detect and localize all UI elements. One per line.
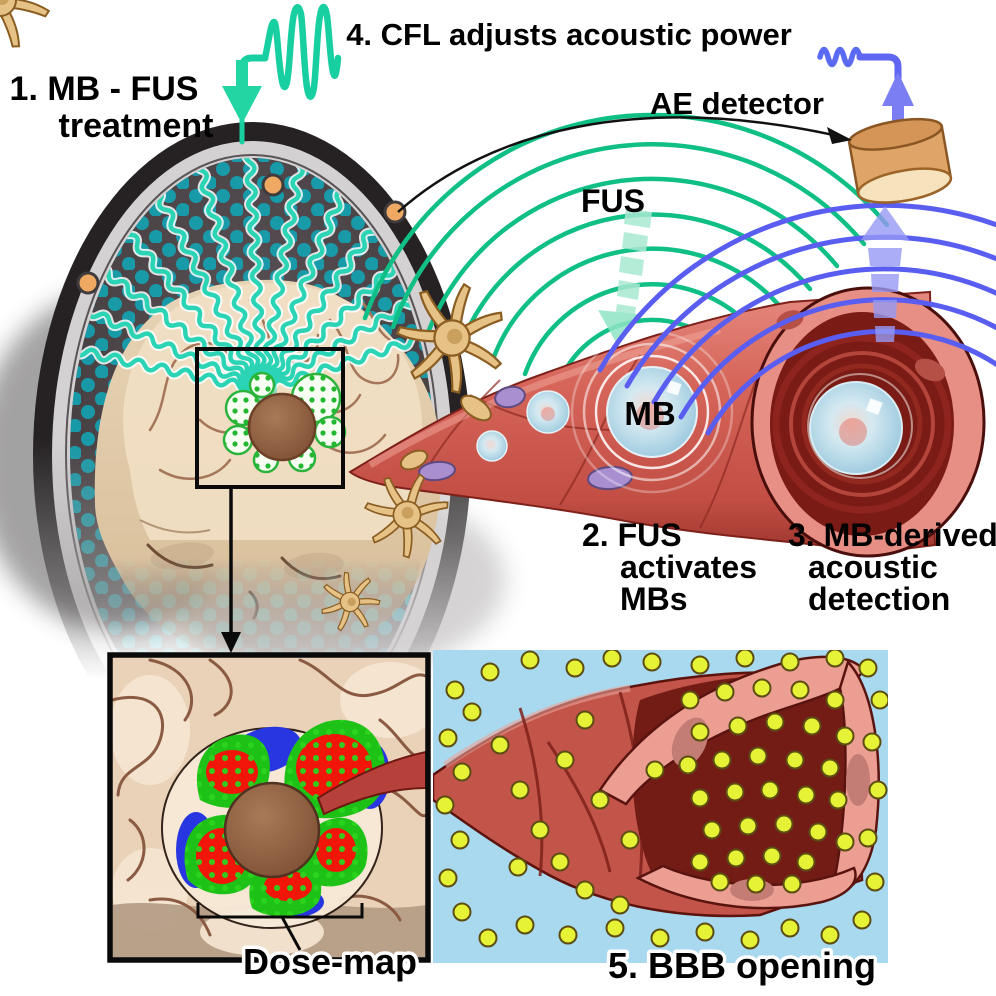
zoom-box-outline xyxy=(195,347,345,489)
label-step3-line1: 3. MB-derived xyxy=(788,517,996,553)
label-step5: 5. BBB opening xyxy=(608,945,876,986)
astrocyte-endfoot xyxy=(399,449,429,471)
zoom-connector-arrow-icon xyxy=(221,632,241,653)
transducer-element-orange xyxy=(76,173,285,295)
tumor-zoom-box xyxy=(195,347,347,653)
label-step2-line2: activates xyxy=(620,549,757,585)
labels: 1. MB - FUS treatment 4. CFL adjusts aco… xyxy=(10,17,996,990)
vessel-open-end xyxy=(750,286,986,558)
label-fus: FUS xyxy=(581,183,645,219)
ae-return-arrow-icon xyxy=(882,72,914,126)
label-step1-line1: 1. MB - FUS xyxy=(10,70,199,108)
inset-border xyxy=(107,652,431,963)
dose-map-bracket xyxy=(196,903,364,951)
fus-waves xyxy=(362,112,890,389)
fus-arrow-icon xyxy=(598,208,652,346)
signal-waveform-burst xyxy=(261,3,342,100)
black-pointer-arrow xyxy=(397,116,852,213)
label-ae-detector: AE detector xyxy=(650,86,824,121)
drug-molecules xyxy=(435,650,888,950)
pericytes xyxy=(418,385,633,491)
inset-gyri xyxy=(112,658,426,937)
ae-signal-squiggle xyxy=(817,46,863,68)
label-step3-line3: detection xyxy=(808,581,950,617)
inset-vessel-tip xyxy=(316,750,426,816)
inset-tumor xyxy=(223,781,321,879)
label-step2-line1: 2. FUS xyxy=(582,517,682,553)
label-step1-line2: treatment xyxy=(59,107,214,145)
label-step4: 4. CFL adjusts acoustic power xyxy=(346,17,792,52)
label-dose-map: Dose-map xyxy=(243,941,417,982)
tumor xyxy=(247,392,317,462)
ae-arrow-icon xyxy=(861,206,909,342)
ae-sensing-element-orange xyxy=(383,200,407,224)
microbubbles-small xyxy=(476,390,570,462)
dose-map-inset xyxy=(107,652,431,963)
feedback-signal-path xyxy=(222,3,914,145)
face-features xyxy=(139,519,344,620)
astrocytes xyxy=(0,0,521,645)
microbubble-mb xyxy=(570,330,734,494)
fus-drive-arrow-icon xyxy=(222,60,262,124)
bbb-panel xyxy=(433,650,888,963)
astrocyte-endfoot xyxy=(460,394,492,422)
label-step2-line3: MBs xyxy=(620,581,688,617)
label-mb: MB xyxy=(624,395,675,432)
ae-detector-device xyxy=(847,117,953,204)
label-step3-line2: acoustic xyxy=(808,549,938,585)
